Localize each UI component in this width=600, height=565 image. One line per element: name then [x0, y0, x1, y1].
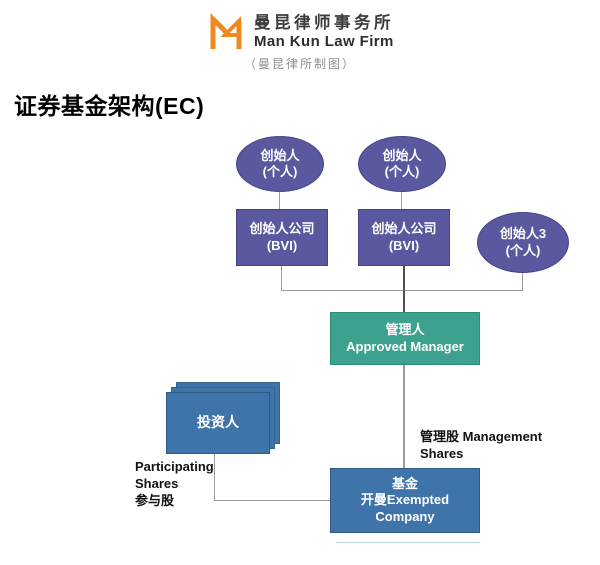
- node-founder3-line1: 创始人3: [499, 226, 547, 242]
- label-participating-shares-line2: Shares: [135, 475, 179, 491]
- connector-investors-down: [214, 454, 215, 501]
- node-bvi1-line1: 创始人公司: [249, 221, 315, 237]
- law-firm-logo: 曼昆律师事务所 Man Kun Law Firm: [0, 12, 600, 52]
- node-bvi2-line2: (BVI): [388, 237, 420, 253]
- connector-founder1-bvi1: [279, 192, 280, 209]
- node-founder1: 创始人 (个人): [236, 136, 324, 192]
- connector-bvi1-down: [281, 266, 282, 291]
- node-founder1-line2: (个人): [262, 164, 298, 179]
- node-investors-line1: 投资人: [197, 414, 239, 431]
- node-founder2: 创始人 (个人): [358, 136, 446, 192]
- node-founder2-line1: 创始人: [382, 147, 422, 163]
- page-title: 证券基金架构(EC): [14, 93, 205, 119]
- node-investors: 投资人: [166, 392, 270, 454]
- node-bvi-company-2: 创始人公司 (BVI): [358, 209, 450, 266]
- connector-manager-fund: [403, 365, 405, 468]
- label-participating-shares-line3: 参与股: [135, 492, 175, 508]
- connector-founder2-bvi2: [401, 192, 402, 209]
- label-management-shares-line2: Shares: [420, 445, 464, 461]
- node-bvi-company-1: 创始人公司 (BVI): [236, 209, 328, 266]
- connector-founder3-down: [522, 273, 523, 291]
- logo-english-name: Man Kun Law Firm: [254, 32, 394, 50]
- node-fund-line3: Company: [375, 508, 435, 524]
- label-management-shares-line1: 管理股 Management: [420, 429, 543, 444]
- label-management-shares: 管理股 Management Shares: [420, 429, 542, 463]
- node-manager-line1: 管理人: [385, 322, 425, 338]
- node-founder3: 创始人3 (个人): [477, 212, 569, 273]
- node-approved-manager: 管理人 Approved Manager: [330, 312, 480, 365]
- node-manager-line2: Approved Manager: [346, 338, 464, 354]
- mankun-m-logo-icon: [210, 12, 242, 49]
- node-founder3-line2: (个人): [505, 242, 541, 258]
- fund-box-shadow: [336, 542, 480, 543]
- connector-investors-fund: [214, 500, 330, 501]
- node-fund-exempted-company: 基金 开曼Exempted Company: [330, 468, 480, 533]
- node-bvi1-line2: (BVI): [266, 237, 298, 253]
- label-participating-shares: Participating Shares 参与股: [135, 459, 214, 510]
- node-fund-line1: 基金: [391, 476, 418, 492]
- logo-chinese-name: 曼昆律师事务所: [254, 14, 394, 32]
- node-founder1-line1: 创始人: [260, 147, 300, 163]
- connector-bvi2-manager: [403, 266, 405, 312]
- label-participating-shares-line1: Participating: [135, 459, 214, 474]
- connector-horizontal-join: [281, 290, 523, 291]
- credit-subtitle: （曼昆律所制图）: [243, 57, 356, 71]
- node-founder2-line2: (个人): [384, 164, 420, 179]
- node-fund-line2: 开曼Exempted: [360, 492, 450, 508]
- node-bvi2-line1: 创始人公司: [371, 221, 437, 237]
